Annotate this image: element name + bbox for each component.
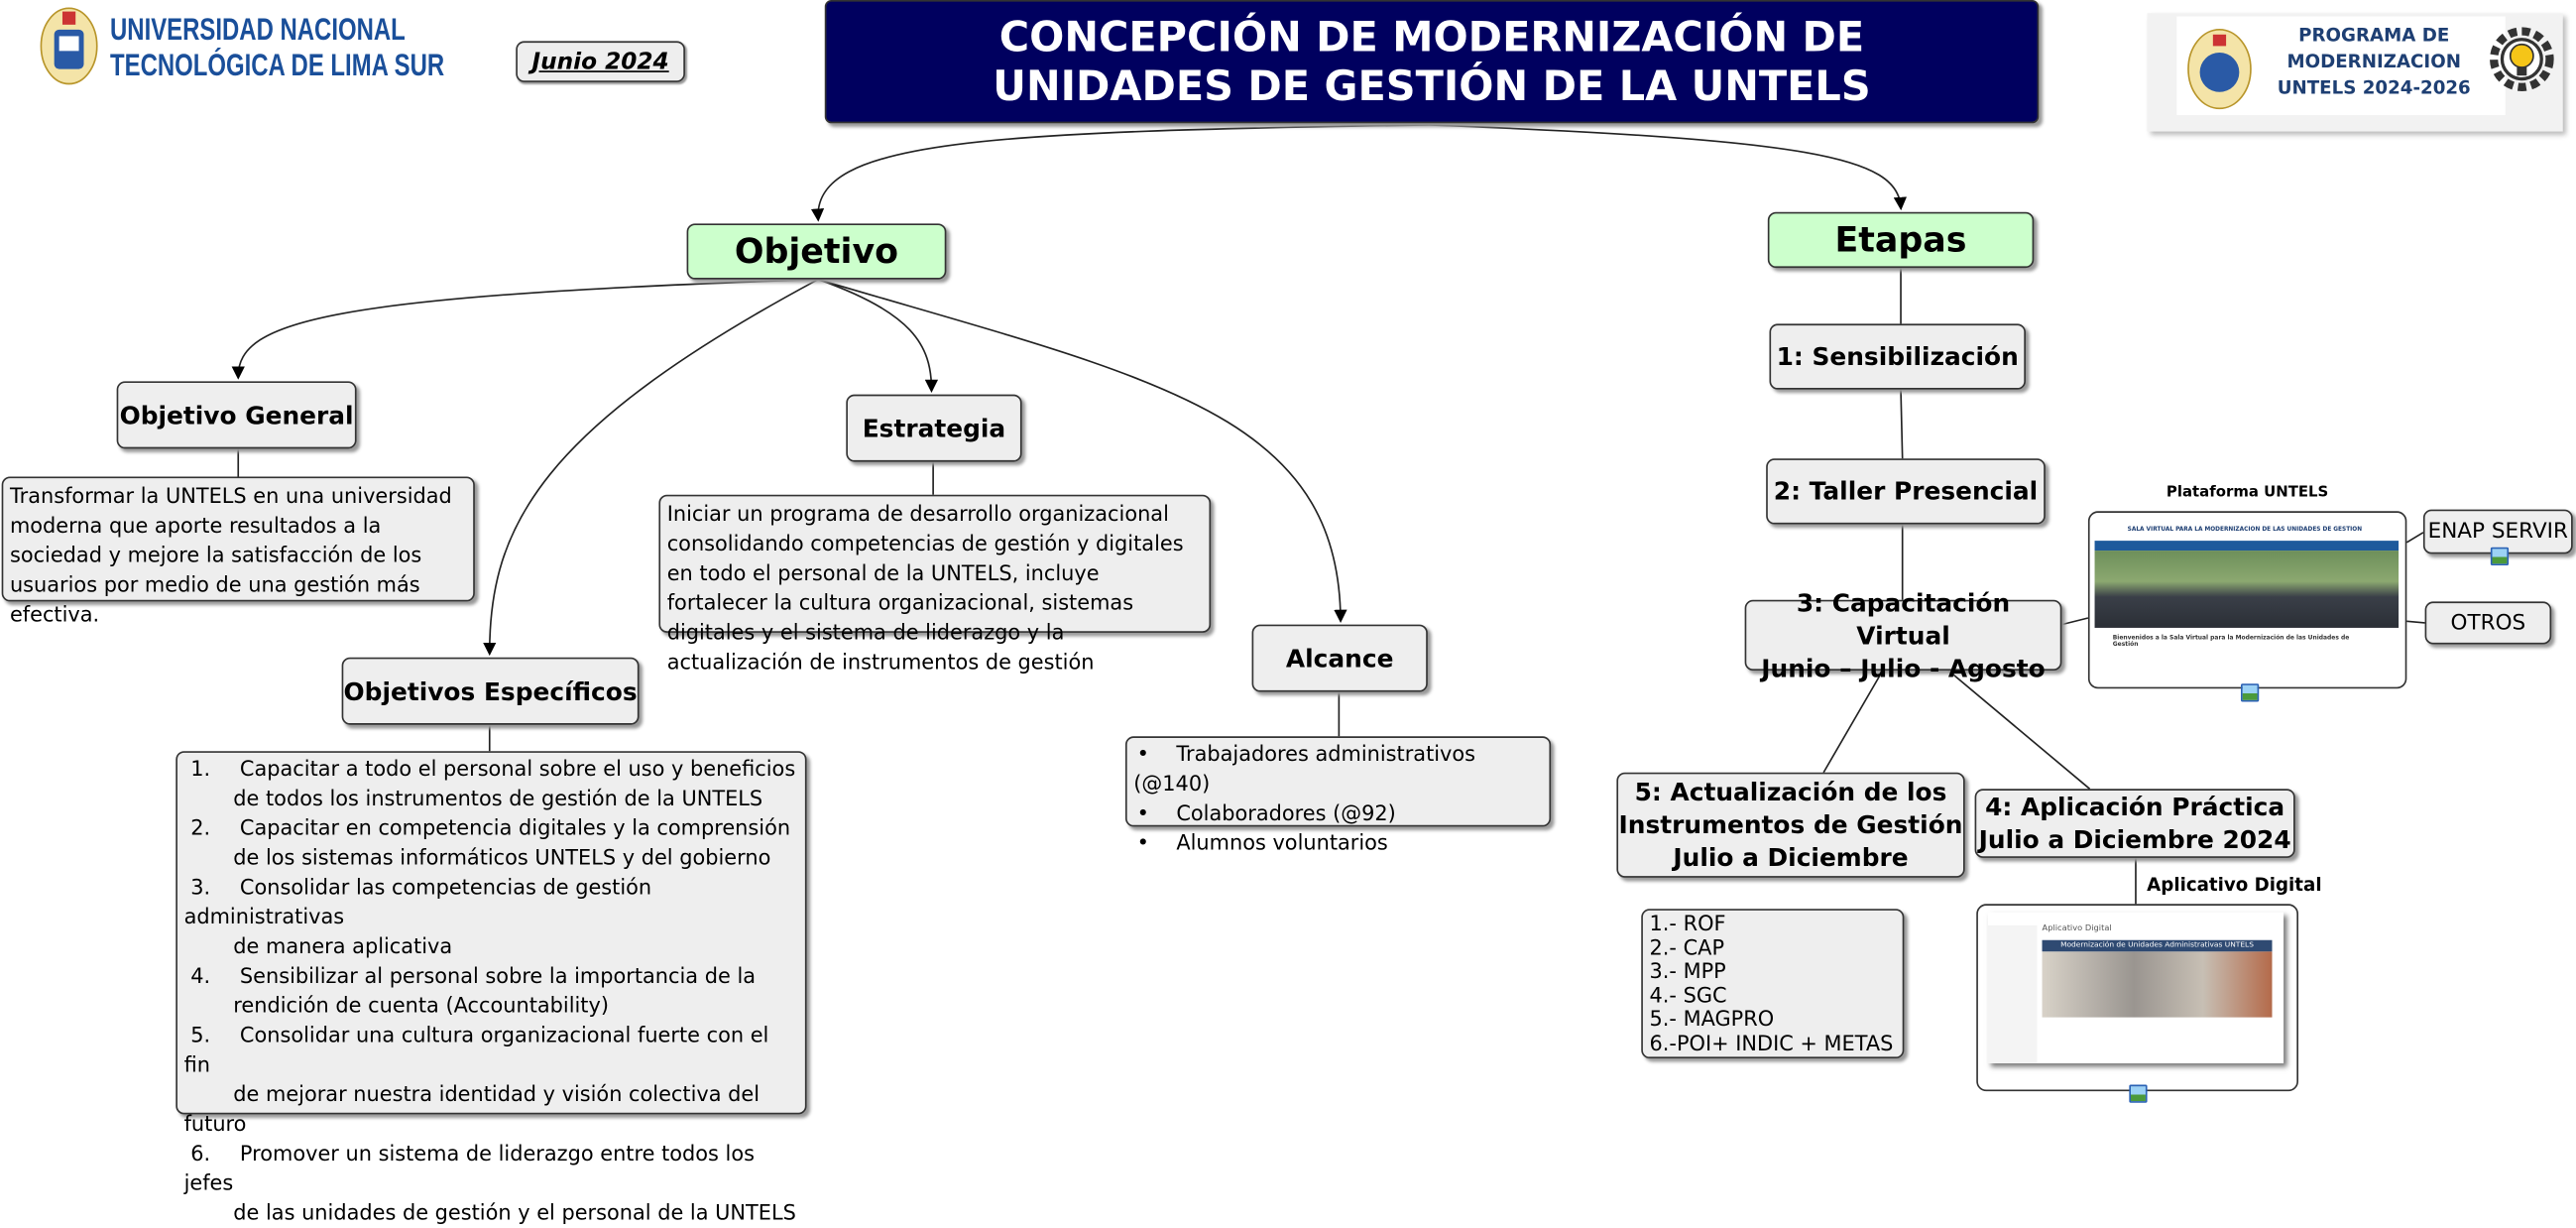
etapa-2-node: 2: Taller Presencial xyxy=(1766,458,2046,525)
instrumentos-list: 1.- ROF 2.- CAP 3.- MPP 4.- SGC 5.- MAGP… xyxy=(1641,909,1905,1059)
list-item: •Trabajadores administrativos (@140) xyxy=(1133,741,1476,796)
image-icon[interactable] xyxy=(2129,1084,2148,1103)
list-item: 6.Promover un sistema de liderazgo entre… xyxy=(183,1140,796,1225)
university-seal-logo xyxy=(36,3,101,88)
etapa-5-dates: Julio a Diciembre xyxy=(1673,842,1909,873)
plataforma-screenshot[interactable]: SALA VIRTUAL PARA LA MODERNIZACION DE LA… xyxy=(2087,511,2407,689)
aplicativo-banner: Modernización de Unidades Administrativa… xyxy=(2042,939,2273,952)
attachment-icon[interactable] xyxy=(2241,683,2260,702)
aplicativo-label: Aplicativo Digital xyxy=(2147,874,2322,897)
objetivos-especificos-list: 1.Capacitar a todo el personal sobre el … xyxy=(176,751,807,1224)
untels-seal-icon xyxy=(2187,28,2252,110)
list-item: 5.- MAGPRO xyxy=(1649,1006,1775,1032)
program-logo: PROGRAMA DE MODERNIZACION UNTELS 2024-20… xyxy=(2147,13,2563,132)
program-line1: PROGRAMA DE xyxy=(2298,24,2450,47)
image-icon[interactable] xyxy=(2490,547,2510,565)
connectors xyxy=(231,124,2425,905)
objetivos-especificos-node: Objetivos Específicos xyxy=(341,657,640,725)
aplicativo-screenshot[interactable]: Aplicativo Digital Modernización de Unid… xyxy=(1976,904,2299,1092)
list-item: 2.Capacitar en competencia digitales y l… xyxy=(190,814,791,870)
estrategia-text: Iniciar un programa de desarrollo organi… xyxy=(658,494,1212,674)
plataforma-label: Plataforma UNTELS xyxy=(2166,484,2329,502)
list-item: 1.- ROF xyxy=(1649,910,1726,935)
group-photo xyxy=(2094,551,2400,628)
estrategia-node: Estrategia xyxy=(846,394,1022,462)
etapa-3-dates: Junio – Julio - Agosto xyxy=(1761,653,2046,683)
page-title: CONCEPCIÓN DE MODERNIZACIÓN DE UNIDADES … xyxy=(824,0,2040,124)
connector xyxy=(2405,532,2424,544)
etapa-5-title-2: Instrumentos de Gestión xyxy=(1618,809,1963,840)
objetivo-general-text: Transformar la UNTELS en una universidad… xyxy=(1,476,475,626)
list-item: 3.- MPP xyxy=(1649,958,1726,984)
connector xyxy=(231,278,819,380)
university-name-line1: UNIVERSIDAD NACIONAL xyxy=(110,13,406,49)
list-item: 1.Capacitar a todo el personal sobre el … xyxy=(190,756,796,810)
connector xyxy=(2406,620,2425,624)
connector xyxy=(1900,389,1904,459)
connector xyxy=(1429,124,1907,211)
list-item: •Colaboradores (@92) xyxy=(1136,799,1396,825)
etapa-5-title: 5: Actualización de los xyxy=(1634,777,1947,807)
etapa-4-dates: Julio a Diciembre 2024 xyxy=(1978,824,2291,855)
gear-lightbulb-icon xyxy=(2490,27,2554,91)
title-line2: UNIDADES DE GESTIÓN DE LA UNTELS xyxy=(993,61,1871,110)
university-name: UNIVERSIDAD NACIONAL TECNOLÓGICA DE LIMA… xyxy=(110,13,485,85)
objetivo-general-node: Objetivo General xyxy=(116,381,357,449)
connector xyxy=(483,278,819,657)
program-line2: MODERNIZACION xyxy=(2286,51,2461,72)
alcance-node: Alcance xyxy=(1251,624,1428,692)
list-item: 6.-POI+ INDIC + METAS xyxy=(1649,1030,1894,1055)
list-item: 2.- CAP xyxy=(1649,934,1725,959)
aplicativo-sidebar xyxy=(1987,924,2038,1064)
plataforma-welcome: Bienvenidos a la Sala Virtual para la Mo… xyxy=(2112,634,2350,648)
list-item: 4.Sensibilizar al personal sobre la impo… xyxy=(190,962,757,1018)
list-item: 5.Consolidar una cultura organizacional … xyxy=(183,1022,769,1136)
connector xyxy=(810,124,1430,222)
list-item: •Alumnos voluntarios xyxy=(1136,829,1388,855)
enap-servir-node: ENAP SERVIR xyxy=(2422,509,2573,554)
university-name-line2: TECNOLÓGICA DE LIMA SUR xyxy=(110,49,445,84)
connector xyxy=(2061,617,2089,626)
etapa-3-title: 3: Capacitación Virtual xyxy=(1796,587,2011,651)
connector xyxy=(1947,670,2091,790)
otros-node: OTROS xyxy=(2424,601,2552,645)
plataforma-nav-bar xyxy=(2094,541,2400,552)
list-item: 4.- SGC xyxy=(1649,982,1727,1008)
etapa-4-title: 4: Aplicación Práctica xyxy=(1985,792,2285,822)
aplicativo-title: Aplicativo Digital xyxy=(2042,923,2112,934)
connector xyxy=(1822,670,1884,774)
objetivo-node: Objetivo xyxy=(686,223,947,280)
title-line1: CONCEPCIÓN DE MODERNIZACIÓN DE xyxy=(998,12,1865,61)
program-line3: UNTELS 2024-2026 xyxy=(2277,76,2471,99)
office-photo xyxy=(2042,951,2273,1018)
plataforma-header: SALA VIRTUAL PARA LA MODERNIZACION DE LA… xyxy=(2094,517,2400,542)
date-badge: Junio 2024 xyxy=(516,41,685,82)
etapas-node: Etapas xyxy=(1767,211,2035,269)
connector xyxy=(817,278,939,393)
etapa-1-node: 1: Sensibilización xyxy=(1769,323,2026,390)
list-item: 3.Consolidar las competencias de gestión… xyxy=(183,874,652,958)
connector xyxy=(817,278,1347,623)
alcance-list: •Trabajadores administrativos (@140) •Co… xyxy=(1124,736,1552,855)
